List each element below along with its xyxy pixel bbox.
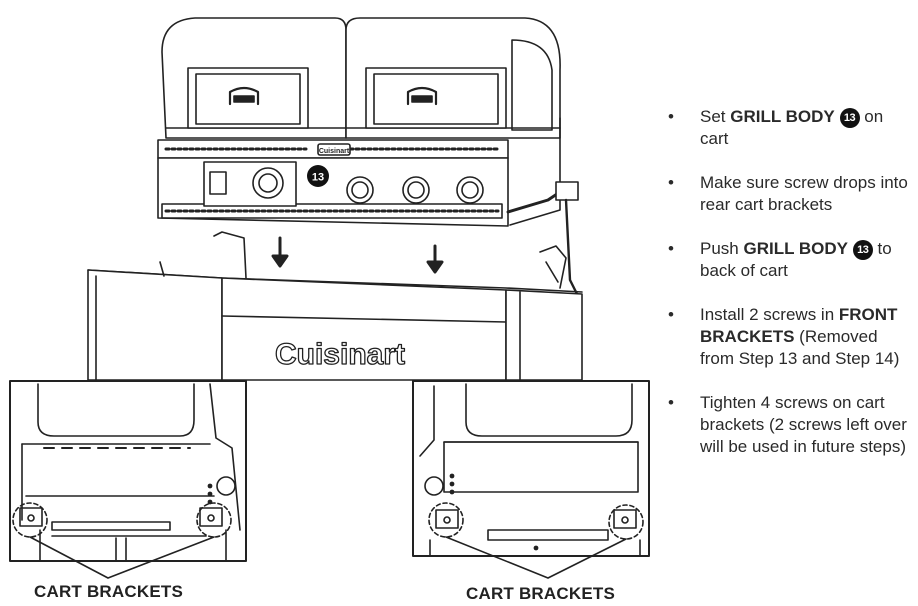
- instruction-step: Push GRILL BODY 13 to back of cart: [668, 238, 916, 282]
- right-callout-lines: [445, 536, 627, 579]
- instruction-step: Install 2 screws in FRONT BRACKETS (Remo…: [668, 304, 916, 370]
- instruction-step: Tighten 4 screws on cart brackets (2 scr…: [668, 392, 916, 458]
- right-detail-panel: [412, 380, 650, 557]
- instruction-step: Make sure screw drops into rear cart bra…: [668, 172, 916, 216]
- step-badge: 13: [839, 108, 860, 128]
- instruction-list: Set GRILL BODY 13 on cart Make sure scre…: [668, 106, 916, 480]
- caption-right-cart-brackets: CART BRACKETS: [466, 584, 615, 603]
- brand-logo-front: Cuisinart: [275, 338, 405, 371]
- cart: [87, 231, 583, 381]
- left-callout-lines: [29, 536, 215, 579]
- step-badge: 13: [852, 240, 873, 260]
- grill-body: 13: [157, 17, 582, 302]
- brand-plate: Cuisinart: [319, 148, 350, 155]
- instruction-step: Set GRILL BODY 13 on cart: [668, 106, 916, 150]
- left-detail-panel: [9, 380, 247, 562]
- caption-left-cart-brackets: CART BRACKETS: [34, 582, 183, 601]
- callout-badge-13: 13: [312, 172, 324, 184]
- down-arrows: [271, 236, 444, 274]
